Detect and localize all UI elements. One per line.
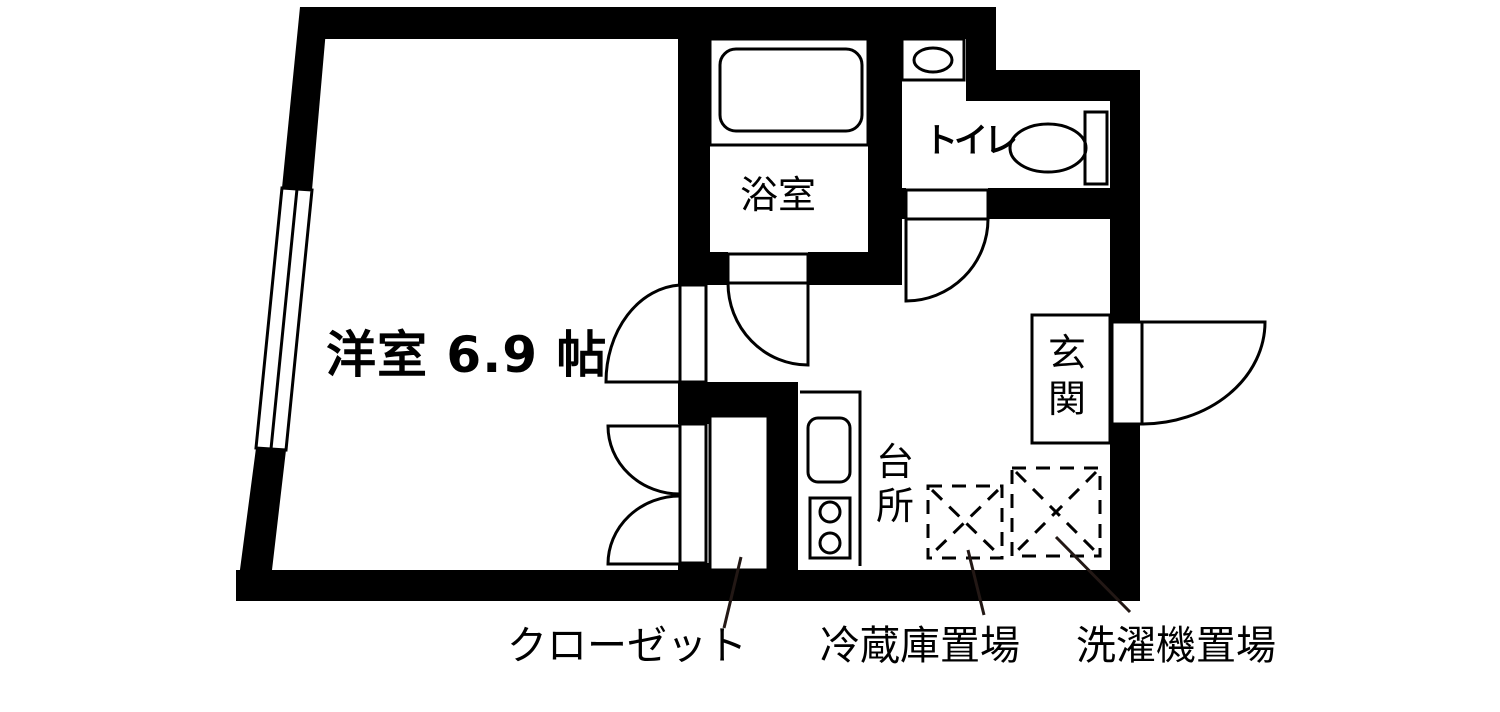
- bathroom-label: 浴室: [740, 173, 817, 217]
- entrance-label: 玄関: [1048, 331, 1087, 421]
- refrigerator-space: [926, 484, 1004, 560]
- interior-walls: [678, 7, 1140, 583]
- leader-lines: [722, 535, 1132, 629]
- entrance: [1030, 313, 1112, 445]
- door-toilet[interactable]: [904, 188, 990, 303]
- kitchen-counter: [800, 390, 862, 566]
- window: [254, 186, 314, 452]
- bathroom: [708, 37, 870, 147]
- kitchen-label: 台所: [876, 440, 915, 528]
- washing-machine-space: [1010, 466, 1102, 558]
- closet-callout: クローゼット: [507, 623, 747, 669]
- closet-doors[interactable]: [606, 422, 708, 566]
- refrigerator-callout: 冷蔵庫置場: [820, 623, 1020, 669]
- washing-machine-callout: 洗濯機置場: [1076, 623, 1276, 669]
- door-room[interactable]: [604, 283, 708, 384]
- door-bath[interactable]: [726, 252, 810, 367]
- toilet-label: トイレ: [924, 121, 1018, 161]
- western-room-label: 洋室 6.9 帖: [326, 326, 608, 384]
- toilet-area: [900, 37, 1109, 186]
- closet: [708, 414, 770, 572]
- door-entrance[interactable]: [1110, 320, 1267, 426]
